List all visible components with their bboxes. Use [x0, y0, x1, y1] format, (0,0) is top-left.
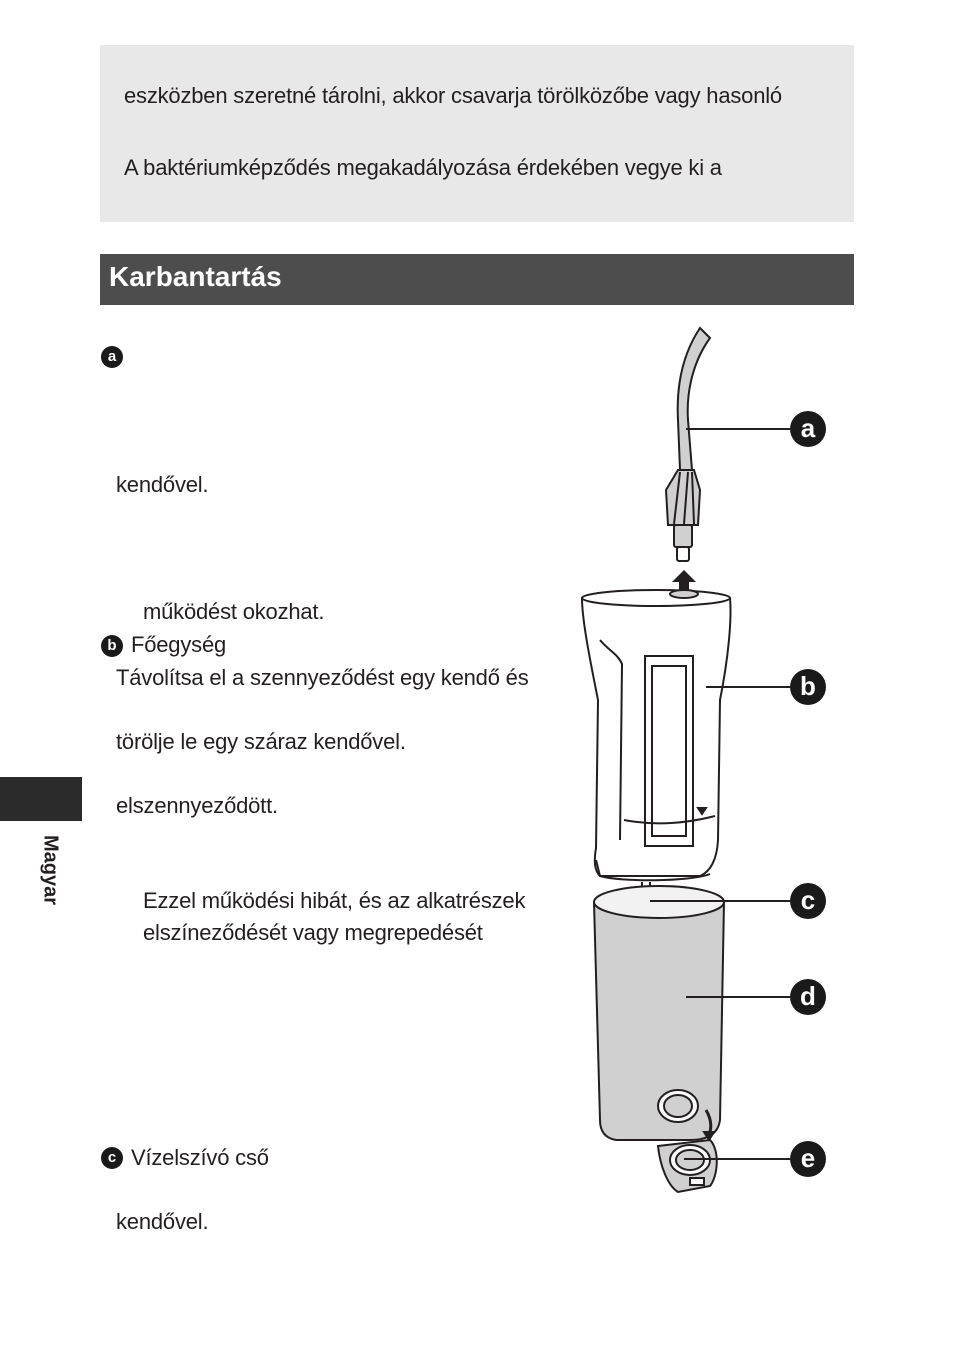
item-b-line-1: Távolítsa el a szennyeződést egy kendő é… [116, 665, 529, 690]
item-b-line-3: elszennyeződött. [116, 793, 278, 818]
leader-lines [650, 428, 790, 1160]
callout-e: e [790, 1141, 826, 1177]
item-c-line-1: kendővel. [116, 1209, 209, 1234]
callout-a: a [790, 411, 826, 447]
item-a-text-1: kendővel. [116, 472, 209, 497]
nozzle-illustration [664, 326, 712, 562]
note-line-2: A baktériumképződés megakadályozása érde… [124, 155, 722, 180]
note-line-1: eszközben szeretné tárolni, akkor csavar… [124, 83, 782, 108]
item-c-title: Vízelszívó cső [131, 1145, 269, 1170]
tank-cap-illustration [656, 1138, 718, 1194]
callout-d: d [790, 979, 826, 1015]
note-box: eszközben szeretné tárolni, akkor csavar… [100, 45, 854, 222]
language-tab-label: Magyar [39, 834, 62, 906]
item-a-text-2: működést okozhat. [143, 599, 325, 624]
device-illustration [580, 326, 790, 1194]
water-tank-illustration [592, 885, 726, 1142]
section-title: Karbantartás [109, 261, 282, 292]
item-b-title: Főegység [131, 632, 227, 657]
item-b-line-4: Ezzel működési hibát, és az alkatrészek [143, 888, 526, 913]
callout-b: b [790, 669, 826, 705]
item-b-marker: b [101, 635, 123, 657]
item-b-line-5: elszíneződését vagy megrepedését [143, 920, 483, 945]
section-header: Karbantartás [100, 254, 854, 305]
item-c-marker: c [101, 1147, 123, 1169]
callout-c: c [790, 883, 826, 919]
item-b-line-2: törölje le egy száraz kendővel. [116, 729, 406, 754]
language-tab [0, 777, 82, 821]
arrow-up-icon [672, 570, 696, 592]
item-a-marker: a [101, 346, 123, 368]
main-unit-illustration [580, 589, 732, 882]
